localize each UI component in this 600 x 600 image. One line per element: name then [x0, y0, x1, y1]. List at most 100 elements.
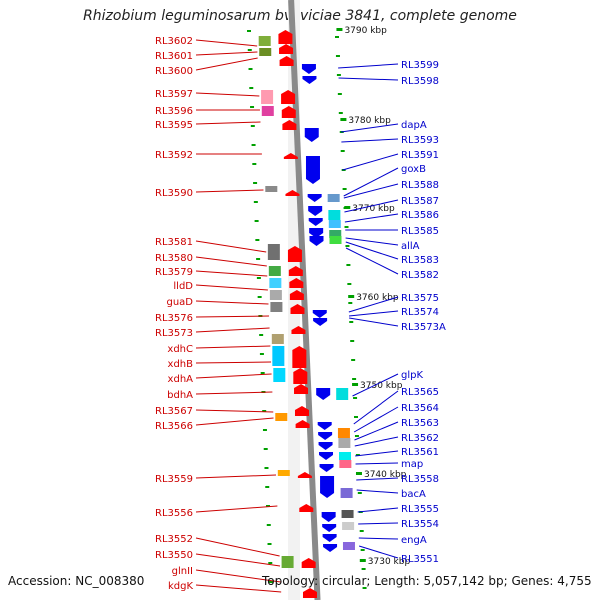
right-leader-line [345, 241, 399, 260]
right-rail-tick [335, 36, 339, 38]
left-leader-line [195, 270, 268, 277]
left-leader-line [195, 256, 267, 267]
forward-gene-arrow [289, 278, 304, 288]
left-leader-line [195, 39, 258, 47]
forward-gene-arrow [294, 384, 309, 394]
left-leader-line [195, 553, 281, 567]
right-gene-label: allA [401, 241, 420, 252]
reverse-gene-arrow [319, 464, 334, 472]
right-leader-line [343, 167, 399, 197]
right-leader-line [353, 390, 399, 425]
right-rail-tick [355, 454, 360, 456]
right-gene-label: engA [401, 535, 427, 546]
right-rail-tick [346, 264, 351, 266]
reverse-category-block [338, 438, 351, 448]
right-leader-line [348, 296, 399, 313]
right-leader-line [355, 450, 399, 457]
scale-tick [355, 472, 362, 475]
right-gene-label: map [401, 459, 423, 470]
forward-gene-arrow [293, 368, 308, 384]
left-leader-line [195, 537, 280, 557]
right-gene-label: RL3591 [401, 150, 439, 161]
left-rail-tick [269, 581, 274, 583]
forward-gene-arrow [279, 56, 294, 66]
reverse-category-block [342, 522, 355, 530]
left-rail-tick [253, 201, 258, 203]
right-gene-label: RL3585 [401, 226, 439, 237]
left-leader-line [195, 569, 281, 583]
right-gene-label: RL3582 [401, 270, 439, 281]
right-gene-label: RL3599 [401, 60, 439, 71]
reverse-category-block [339, 452, 352, 460]
left-gene-label: RL3552 [155, 534, 193, 545]
left-leader-line [195, 189, 264, 193]
reverse-category-block [342, 542, 355, 550]
left-leader-line [195, 92, 260, 97]
forward-gene-arrow [282, 120, 297, 130]
reverse-category-block [341, 510, 354, 518]
right-leader-line [357, 507, 399, 513]
reverse-category-block [339, 460, 352, 468]
right-rail-tick [354, 416, 358, 418]
left-rail-tick [253, 182, 258, 184]
scale-label: 3750 kbp [360, 381, 403, 391]
reverse-category-block [337, 428, 350, 438]
forward-category-block [268, 266, 281, 276]
forward-gene-arrow [301, 558, 316, 568]
left-gene-label: RL3566 [155, 421, 193, 432]
left-rail-tick [263, 448, 268, 450]
reverse-gene-arrow [322, 534, 337, 542]
left-gene-label: RL3559 [155, 474, 193, 485]
right-rail-tick [337, 93, 342, 95]
reverse-gene-arrow [320, 476, 335, 498]
right-leader-line [352, 373, 399, 397]
left-rail-tick [256, 258, 261, 260]
left-rail-tick [260, 372, 265, 374]
forward-category-block [281, 556, 294, 568]
left-gene-label: RL3581 [155, 237, 193, 248]
left-rail-tick [252, 163, 257, 165]
scale-tick [344, 206, 351, 209]
reverse-gene-arrow [321, 512, 336, 522]
forward-gene-arrow [302, 588, 317, 598]
left-rail-tick [257, 296, 262, 298]
right-rail-tick [344, 226, 349, 228]
scale-tick [340, 118, 347, 121]
reverse-gene-arrow [318, 442, 333, 450]
forward-category-block [272, 346, 285, 366]
right-rail-tick [345, 245, 350, 247]
left-rail-tick [262, 429, 267, 431]
right-leader-line [341, 138, 399, 143]
right-gene-label: RL3574 [401, 307, 439, 318]
right-leader-line [342, 153, 399, 171]
left-rail-tick [255, 239, 260, 241]
reverse-gene-arrow [322, 524, 337, 532]
forward-category-block [259, 48, 272, 56]
left-gene-label: RL3550 [155, 550, 193, 561]
left-rail-tick [256, 277, 261, 279]
left-leader-line [195, 327, 270, 333]
scale-label: 3790 kbp [344, 26, 387, 36]
reverse-gene-arrow [312, 310, 327, 318]
reverse-category-block [329, 236, 342, 244]
right-rail-tick [352, 378, 357, 380]
scale-label: 3730 kbp [368, 557, 411, 567]
right-gene-label: RL3587 [401, 196, 439, 207]
left-gene-label: xdhB [168, 359, 194, 370]
forward-category-block [275, 413, 288, 421]
left-leader-line [195, 345, 271, 349]
left-gene-label: RL3580 [155, 253, 193, 264]
right-leader-line [356, 477, 399, 481]
right-rail-tick [348, 302, 353, 304]
forward-gene-arrow [281, 106, 296, 118]
scale-label: 3770 kbp [352, 204, 395, 214]
right-gene-label: RL3555 [401, 504, 439, 515]
left-gene-label: glnII [172, 566, 193, 577]
left-gene-label: RL3567 [155, 406, 193, 417]
reverse-category-block [328, 210, 341, 220]
left-rail-tick [262, 410, 267, 412]
right-rail-tick [350, 340, 355, 342]
forward-category-block [265, 186, 278, 192]
forward-gene-arrow [289, 290, 304, 300]
left-rail-tick [264, 467, 269, 469]
